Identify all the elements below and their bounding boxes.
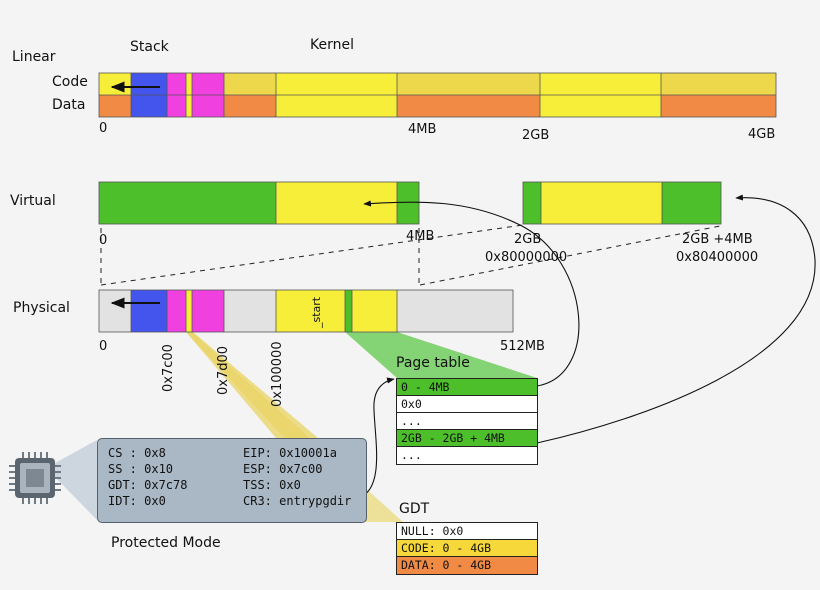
physical-title: Physical bbox=[13, 300, 70, 316]
start-symbol-label: _start bbox=[310, 296, 323, 328]
cpu-chip-icon bbox=[9, 452, 61, 504]
reg-idt: IDT: 0x0 bbox=[108, 494, 166, 508]
physical-tick-0x7d00: 0x7d00 bbox=[216, 345, 231, 395]
cpu-wedge-physical bbox=[186, 332, 318, 438]
page-table-row: 0 - 4MB bbox=[397, 379, 537, 396]
chip-wedge bbox=[55, 440, 97, 520]
data-row-label: Data bbox=[52, 97, 86, 113]
linear-title: Linear bbox=[12, 49, 56, 65]
page-table-title: Page table bbox=[396, 355, 470, 371]
physical-tick-0x7c00: 0x7c00 bbox=[161, 344, 176, 392]
virtual-tick-0x80000000: 0x80000000 bbox=[485, 250, 568, 265]
code-row-label: Code bbox=[52, 74, 88, 90]
gdt-row: CODE: 0 - 4GB bbox=[397, 540, 537, 557]
cpu-register-box: CS : 0x8 SS : 0x10 GDT: 0x7c78 IDT: 0x0 … bbox=[97, 438, 367, 523]
stack-label: Stack bbox=[130, 39, 169, 55]
linear-tick-2gb: 2GB bbox=[522, 128, 550, 143]
gdt-table: NULL: 0x0 CODE: 0 - 4GB DATA: 0 - 4GB bbox=[396, 522, 538, 575]
virtual-tick-2gb: 2GB bbox=[514, 232, 542, 247]
virtual-title: Virtual bbox=[10, 193, 56, 209]
virtual-tick-0x80400000: 0x80400000 bbox=[676, 250, 759, 265]
gdt-title: GDT bbox=[399, 501, 430, 517]
reg-eip: EIP: 0x10001a bbox=[243, 446, 337, 460]
reg-gdt: GDT: 0x7c78 bbox=[108, 478, 188, 492]
linear-tick-4gb: 4GB bbox=[748, 127, 776, 142]
kernel-label: Kernel bbox=[310, 37, 354, 53]
linear-data-row bbox=[99, 95, 776, 117]
page-table-wedge bbox=[345, 332, 537, 378]
cr3-to-pagetable-arrow bbox=[357, 377, 395, 499]
page-table: 0 - 4MB 0x0 ... 2GB - 2GB + 4MB ... bbox=[396, 378, 538, 465]
physical-bar bbox=[98, 289, 514, 333]
reg-cs: CS : 0x8 bbox=[108, 446, 166, 460]
pt-row0-to-virtual-arrow bbox=[363, 200, 580, 387]
linear-code-row bbox=[99, 73, 776, 95]
physical-tick-0x100000: 0x100000 bbox=[270, 341, 285, 407]
linear-tick-4mb: 4MB bbox=[408, 122, 437, 137]
linear-tick-0: 0 bbox=[99, 121, 108, 136]
protected-mode-label: Protected Mode bbox=[111, 535, 221, 551]
virtual-tick-4mb: 4MB bbox=[406, 229, 435, 244]
reg-ss: SS : 0x10 bbox=[108, 462, 174, 476]
page-table-row: 2GB - 2GB + 4MB bbox=[397, 430, 537, 447]
page-table-row: ... bbox=[397, 413, 537, 430]
reg-tss: TSS: 0x0 bbox=[243, 478, 301, 492]
page-table-row: ... bbox=[401, 448, 422, 462]
page-table-row: 0x0 bbox=[397, 396, 537, 413]
pt-row3-to-virtual-high-arrow bbox=[536, 194, 816, 444]
reg-esp: ESP: 0x7c00 bbox=[243, 462, 323, 476]
mapping-dashed-lines bbox=[100, 224, 721, 286]
gdt-row: DATA: 0 - 4GB bbox=[397, 557, 537, 574]
physical-tick-512mb: 512MB bbox=[500, 339, 545, 354]
physical-tick-0: 0 bbox=[99, 339, 108, 354]
virtual-tick-2gb-4mb: 2GB +4MB bbox=[682, 232, 753, 247]
reg-cr3: CR3: entrypgdir bbox=[243, 494, 352, 508]
gdt-row: NULL: 0x0 bbox=[397, 523, 537, 540]
virtual-high-segment bbox=[522, 181, 722, 225]
virtual-tick-0: 0 bbox=[99, 233, 108, 248]
